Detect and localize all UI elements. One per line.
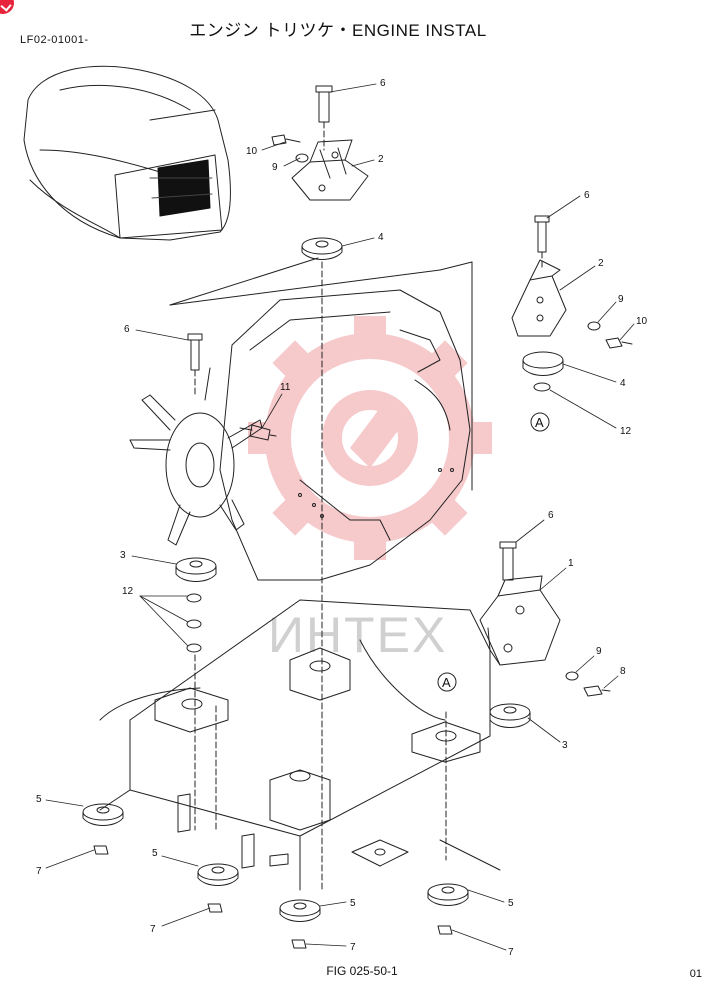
callout-4-top: 4 (378, 232, 384, 243)
callout-5-d: 5 (508, 898, 514, 909)
callout-6-top: 6 (380, 78, 386, 89)
callout-6-left: 6 (124, 324, 130, 335)
callout-7-c: 7 (350, 942, 356, 953)
bottom-mounts (82, 803, 469, 949)
reference-tag-upper-circle (530, 412, 550, 432)
callout-10-right: 10 (636, 316, 648, 327)
watermark: ИНТЕХ (248, 316, 492, 663)
top-bracket-assembly (271, 85, 369, 260)
callout-9-lower: 9 (596, 646, 602, 657)
callout-2-right: 2 (598, 258, 604, 269)
callout-1: 1 (568, 558, 574, 569)
reference-tag-upper: A (535, 415, 544, 430)
callout-5-a: 5 (36, 794, 42, 805)
leader-lines (45, 83, 635, 951)
callout-6-lower: 6 (548, 510, 554, 521)
reference-tag-lower-circle (437, 672, 457, 692)
lower-right-bracket-assembly (479, 541, 611, 728)
callout-12-left: 12 (122, 586, 134, 597)
callout-numbers: 6 10 9 2 4 6 2 9 10 4 12 6 11 3 12 6 1 9… (36, 78, 648, 958)
callout-9-top: 9 (272, 162, 278, 173)
callout-7-d: 7 (508, 947, 514, 958)
doc-code: LF02-01001- (20, 34, 89, 46)
callout-11: 11 (280, 382, 291, 393)
figure-caption: FIG 025-50-1 (326, 964, 398, 978)
callout-12-right: 12 (620, 426, 632, 437)
watermark-gear-icon (248, 316, 492, 560)
callout-2-top: 2 (378, 154, 384, 165)
callout-7-a: 7 (36, 866, 42, 877)
callout-10-top: 10 (246, 146, 258, 157)
callout-3-right: 3 (562, 740, 568, 751)
callout-8: 8 (620, 666, 626, 677)
watermark-text: ИНТЕХ (268, 607, 447, 663)
callout-3-left: 3 (120, 550, 126, 561)
callout-5-c: 5 (350, 898, 356, 909)
callout-5-b: 5 (152, 848, 158, 859)
callout-9-right: 9 (618, 294, 624, 305)
machine-thumbnail (23, 65, 231, 241)
chassis-frame (99, 261, 501, 891)
page-number: 01 (689, 968, 702, 980)
reference-tag-lower: A (442, 675, 451, 690)
badge-icon (0, 0, 14, 14)
engine-block (129, 257, 473, 831)
callout-4-right: 4 (620, 378, 626, 389)
diagram-title: エンジン トリツケ・ENGINE INSTAL (189, 21, 487, 40)
callout-6-right: 6 (584, 190, 590, 201)
right-bracket-assembly (471, 215, 633, 491)
callout-7-b: 7 (150, 924, 156, 935)
